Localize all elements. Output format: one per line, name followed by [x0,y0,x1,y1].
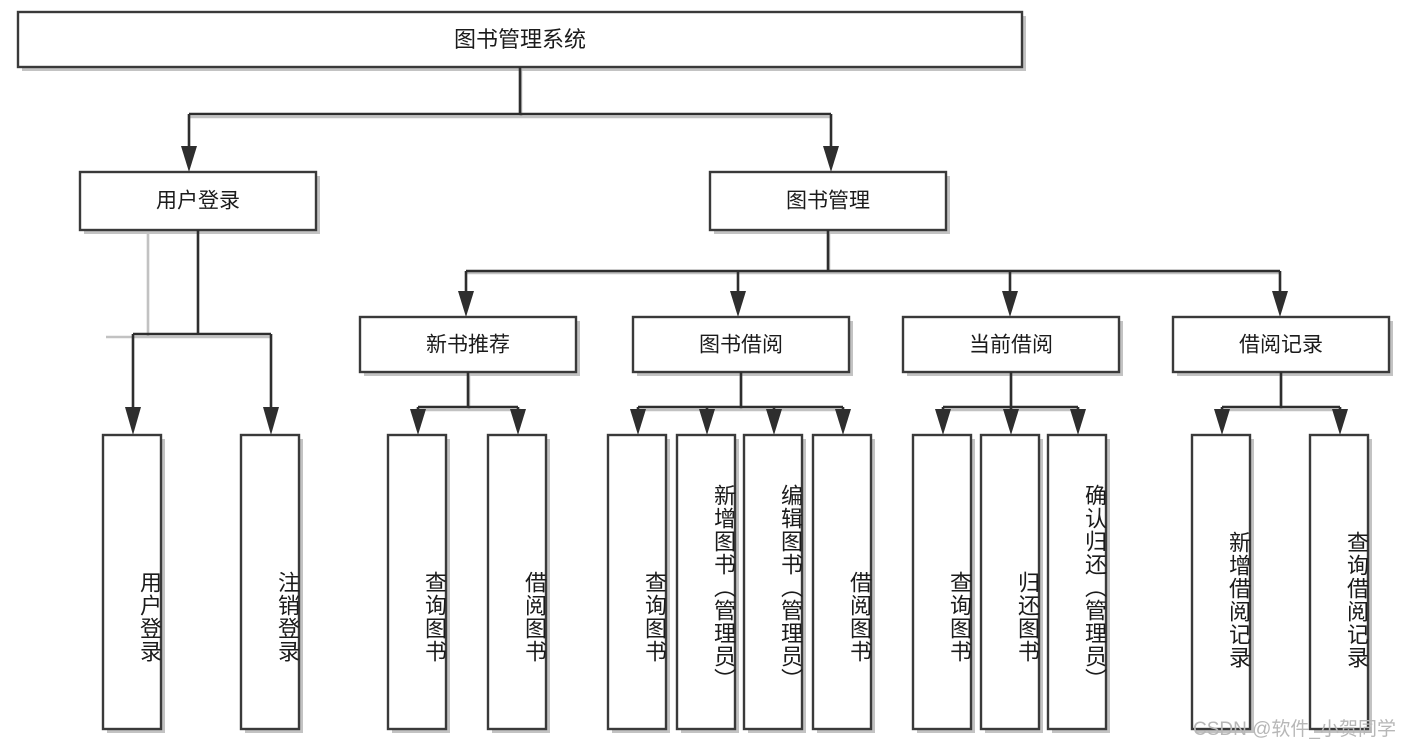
node-root[interactable]: 图书管理系统 [16,10,1026,71]
arrow-head-borrow-record [1272,291,1288,317]
edge-borrow-record-to-leaves [1214,372,1348,435]
node-leaf-add-book[interactable] [675,433,739,733]
edge-root-to-level2 [181,67,839,172]
node-current-borrow-label: 当前借阅 [969,334,1053,357]
arrow-head-leaf-query-book-3 [935,409,951,435]
node-leaf-query-record[interactable] [1308,433,1372,733]
arrow-head-leaf-edit-book [766,409,782,435]
arrow-head-user-login [181,146,197,172]
node-borrow-record-label: 借阅记录 [1239,334,1323,357]
node-leaf-add-record[interactable] [1190,433,1254,733]
arrow-head-leaf-borrow-book-1 [510,409,526,435]
node-new-book-rec[interactable]: 新书推荐 [358,315,580,376]
edge-user-login-to-leaves [125,230,279,435]
node-user-login-label: 用户登录 [156,190,240,213]
edge-current-borrow-to-leaves [935,372,1086,435]
node-book-manage-label: 图书管理 [786,190,870,213]
arrow-head-book-borrow [730,291,746,317]
node-book-borrow[interactable]: 图书借阅 [631,315,853,376]
node-leaf-borrow-book-1[interactable] [486,433,550,733]
node-user-login[interactable]: 用户登录 [78,170,320,234]
node-leaf-edit-book[interactable] [742,433,806,733]
node-leaf-query-book-3[interactable] [911,433,975,733]
edge-book-manage-to-level3 [458,230,1288,317]
node-book-manage[interactable]: 图书管理 [708,170,950,234]
node-leaf-query-book-2[interactable] [606,433,670,733]
node-leaf-confirm-return[interactable] [1046,433,1110,733]
node-leaf-logout[interactable] [239,433,303,733]
arrow-head-leaf-add-record [1214,409,1230,435]
leaf-box-layer [101,433,1372,733]
edge-new-book-rec-to-leaves [410,372,526,435]
arrow-head-leaf-confirm-return [1070,409,1086,435]
node-leaf-query-book-1[interactable] [386,433,450,733]
arrow-head-current-borrow [1002,291,1018,317]
node-current-borrow[interactable]: 当前借阅 [901,315,1123,376]
node-leaf-return-book[interactable] [979,433,1043,733]
edge-book-borrow-to-leaves [630,372,851,435]
arrow-head-book-manage [823,146,839,172]
arrow-head-leaf-logout [263,407,279,435]
arrow-head-leaf-query-book-1 [410,409,426,435]
arrow-head-leaf-return-book [1003,409,1019,435]
node-new-book-rec-label: 新书推荐 [426,334,510,357]
node-book-borrow-label: 图书借阅 [699,334,783,357]
node-root-label: 图书管理系统 [454,27,586,52]
node-leaf-borrow-book-2[interactable] [811,433,875,733]
node-leaf-user-login[interactable] [101,433,165,733]
arrow-head-leaf-query-book-2 [630,409,646,435]
arrow-head-leaf-borrow-book-2 [835,409,851,435]
arrow-head-leaf-query-record [1332,409,1348,435]
arrow-head-leaf-add-book [699,409,715,435]
arrow-head-leaf-user-login [125,407,141,435]
node-borrow-record[interactable]: 借阅记录 [1171,315,1393,376]
arrow-head-new-book-rec [458,291,474,317]
